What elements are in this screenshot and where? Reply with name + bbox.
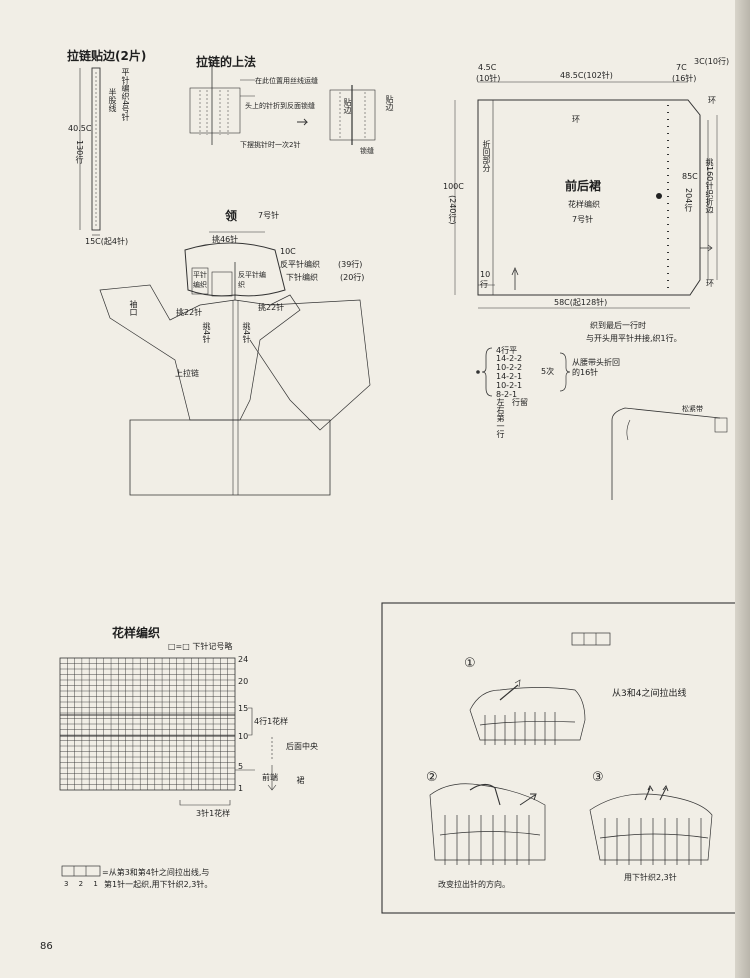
skirt-ring-right: 环 (708, 96, 716, 105)
zipper-strip-width: 15C(起4针) (85, 237, 129, 246)
skirt-ring-bottom: 环 (706, 279, 714, 288)
decrease-times: 5次 (541, 367, 555, 376)
decrease-row: 10-2-1 (496, 381, 523, 390)
collar-zipper-label: 上拉链 (175, 369, 199, 378)
collar-pick-46: 挑46针 (212, 235, 239, 244)
skirt-right-204: 204行 (684, 188, 693, 212)
knit-illustration-2 (429, 783, 546, 865)
skirt-fold: 折回部分 (482, 140, 491, 172)
decrease-row: 14-2-1 (496, 372, 523, 381)
zipper-strip-half: 半股线 (108, 88, 117, 112)
collar-pick-22-left: 挑22针 (176, 308, 203, 317)
collar-sleeve-tip: 袖口 (129, 300, 138, 316)
collar-diagram (99, 231, 371, 496)
stitch-step-3: ③ (592, 770, 604, 785)
stitch-note-1: 从3和4之间拉出线 (612, 689, 687, 699)
collar-pick-4-left: 挑4针 (202, 322, 211, 344)
collar-rows-20: (20行) (340, 273, 365, 282)
knit-illustration-3 (589, 784, 713, 865)
decrease-side2: 行留 (512, 398, 528, 407)
stitch-step-2: ② (426, 770, 438, 785)
pattern-chart-side: 裙 (296, 776, 305, 784)
pattern-row-label: 1 (238, 784, 244, 793)
pattern-row-label: 10 (238, 732, 249, 741)
collar-pick-22-right: 挑22针 (258, 303, 285, 312)
bottom-note-line-2: 第1针一起织,用下针织2,3针。 (104, 880, 213, 889)
skirt-note-1: 织到最后一行时 (590, 321, 646, 330)
skirt-bottom-rows: 10行 (480, 270, 491, 289)
skirt-needle: 7号针 (572, 215, 594, 224)
skirt-top-left-rows: (10针) (476, 74, 501, 83)
skirt-pattern: 花样编织 (568, 200, 600, 209)
zipper-method-note-1: 在此位置用丝线运缝 (255, 77, 318, 85)
zipper-method-title: 拉链的上法 (196, 55, 257, 69)
decrease-note: 从腰带头折回的16针 (572, 358, 620, 377)
zipper-strip-rows: 130行 (75, 140, 84, 164)
stitch-explanation-box (381, 602, 738, 914)
knit-illustration-1 (469, 679, 586, 745)
skirt-right-pick: 挑160针织折边 (705, 158, 714, 214)
pattern-row-label: 5 (238, 762, 244, 771)
skirt-title: 前后裙 (565, 179, 602, 193)
bottom-note-line-1: =从第3和第4针之间拉出线,与 (102, 868, 210, 877)
decrease-rows-top: 4行平 (496, 346, 518, 355)
collar-title: 领 (225, 209, 238, 223)
bottom-note-nums: 3 2 1 (64, 880, 102, 888)
stitch-note-3: 用下针织2,3针 (624, 873, 677, 882)
zipper-strip-length: 40.5C (68, 124, 92, 133)
collar-size-10c: 10C (280, 247, 296, 256)
zipper-method-note-3: 下摆挑针时一次2针 (240, 141, 301, 149)
collar-reverse-stitch: 反平针编织 (280, 260, 320, 269)
zipper-method-strip: 贴边 (343, 98, 352, 114)
stitch-step-1: ① (464, 656, 476, 671)
skirt-top-right-7c: 7C (676, 63, 687, 72)
skirt-bottom: 58C(起128针) (554, 298, 608, 307)
collar-needle: 7号针 (258, 211, 280, 220)
decrease-row: 10-2-2 (496, 363, 523, 372)
pattern-chart-back-center: 后面中央 (286, 742, 318, 751)
zipper-method-strip2: 贴边 (385, 95, 394, 111)
pattern-row-label: 15 (238, 704, 249, 713)
skirt-top-right-16: (16针) (672, 74, 697, 83)
collar-rows-39: (39行) (338, 260, 363, 269)
decrease-side: 左右第一行 (496, 398, 505, 438)
skirt-height-rows: (240行) (448, 195, 457, 225)
page-number: 86 (40, 941, 53, 952)
pattern-chart-grid (59, 657, 277, 806)
skirt-note-2: 与开头用平针并接,织1行。 (586, 334, 682, 343)
zipper-strip-shape (91, 67, 101, 231)
pattern-chart-title: 花样编织 (112, 626, 161, 640)
collar-reverse-short: 反平针编织 (238, 271, 266, 289)
zipper-strip-stitch: 平针编织4号针 (121, 68, 130, 122)
skirt-top-left-cm: 4.5C (478, 63, 497, 72)
decrease-row: 14-2-2 (496, 354, 523, 363)
pattern-chart-front-center: 前端 (262, 773, 278, 782)
skirt-diagram (454, 81, 728, 500)
skirt-mark-dot (656, 193, 662, 199)
zipper-method-diagram (189, 62, 376, 145)
skirt-height: 100C (443, 182, 464, 191)
collar-under-stitch: 下针编织 (286, 273, 318, 282)
skirt-top-mid: 48.5C(102针) (560, 71, 613, 80)
pattern-chart-legend: □=□ 下针记号略 (168, 642, 233, 651)
decrease-rows: 14-2-2 10-2-2 14-2-1 10-2-1 8-2-1 (496, 354, 522, 399)
stitch-note-2: 改变拉出针的方向。 (438, 880, 510, 889)
pattern-chart-bottom: 3针1花样 (196, 809, 231, 818)
zipper-method-seam: 锁缝 (360, 147, 374, 155)
zipper-strip-title: 拉链贴边(2片) (67, 49, 147, 63)
skirt-right-85: 85C (682, 172, 698, 181)
pattern-row-label: 24 (238, 655, 249, 664)
pattern-chart-bracket: 4行1花样 (254, 717, 289, 726)
skirt-ring-top: 环 (572, 115, 580, 124)
skirt-waist: 松紧带 (682, 405, 703, 413)
skirt-corner: 3C(10行) (694, 57, 730, 66)
decrease-row: 8-2-1 (496, 390, 518, 399)
pattern-row-label: 20 (238, 677, 249, 686)
collar-flat-stitch: 平针编织 (193, 271, 207, 289)
zipper-method-note-2: 头上的针折到反面锁缝 (245, 102, 315, 110)
collar-pick-4-right: 挑4针 (242, 322, 251, 344)
book-binding (735, 0, 750, 978)
